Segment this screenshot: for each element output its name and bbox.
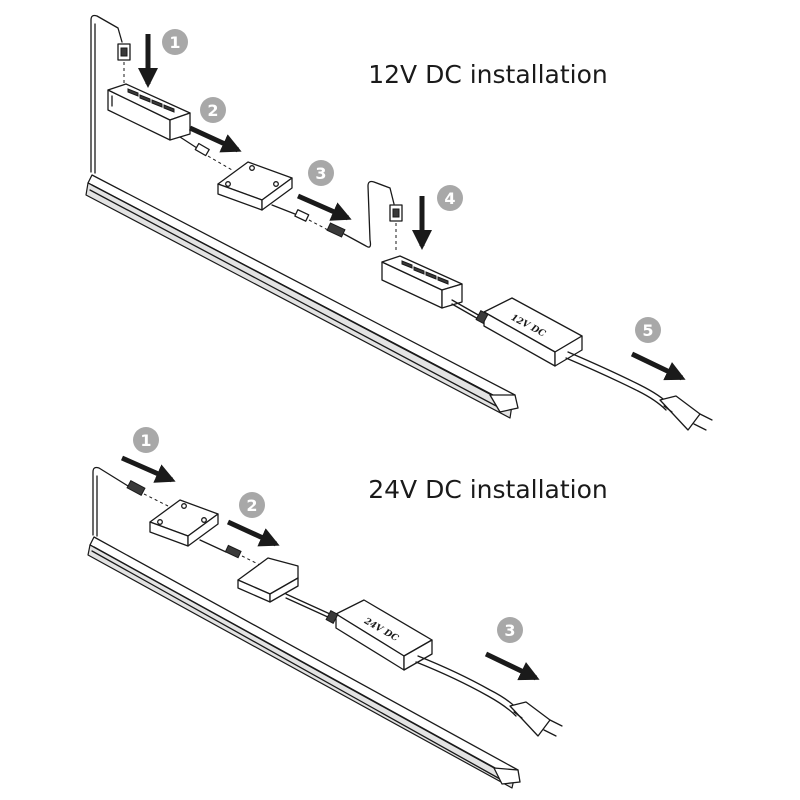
power-driver-icon: 12V DC — [475, 297, 583, 367]
direction-arrow-icon — [226, 519, 280, 547]
svg-text:2: 2 — [207, 101, 218, 120]
led-light-bar-icon — [87, 536, 521, 789]
distribution-block-icon — [237, 557, 299, 603]
direction-arrow-icon — [484, 651, 540, 681]
direction-arrow-icon — [296, 193, 352, 221]
wire-connector-icon — [117, 43, 131, 61]
diagram-24v: 24V DC installation — [87, 427, 608, 789]
svg-text:5: 5 — [642, 321, 653, 340]
step-badge: 2 — [200, 97, 226, 123]
switch-sensor-icon — [149, 499, 219, 547]
power-driver-icon: 24V DC — [325, 599, 433, 671]
diagram-title: 24V DC installation — [368, 475, 608, 504]
diagram-title: 12V DC installation — [368, 60, 608, 89]
direction-arrow-icon — [188, 125, 242, 153]
svg-text:1: 1 — [169, 33, 180, 52]
step-badge: 5 — [635, 317, 661, 343]
wire-connector-icon — [294, 209, 310, 222]
wire-connector-icon — [326, 222, 346, 238]
step-badge: 3 — [308, 160, 334, 186]
wire-connector-icon — [194, 142, 210, 157]
svg-text:1: 1 — [140, 431, 151, 450]
svg-text:2: 2 — [246, 496, 257, 515]
led-light-bar-icon — [85, 174, 519, 419]
step-badge: 2 — [239, 492, 265, 518]
svg-text:4: 4 — [444, 189, 455, 208]
euro-plug-icon — [509, 701, 563, 737]
distribution-block-icon — [381, 255, 463, 309]
step-badge: 1 — [133, 427, 159, 453]
svg-text:3: 3 — [504, 621, 515, 640]
step-badge: 3 — [497, 617, 523, 643]
euro-plug-icon — [659, 395, 713, 431]
direction-arrow-icon — [630, 351, 686, 381]
diagram-12v: 12V DC installation — [85, 14, 713, 431]
direction-arrow-icon — [120, 455, 176, 483]
switch-sensor-icon — [217, 161, 293, 211]
wire-connector-icon — [126, 480, 146, 496]
svg-text:3: 3 — [315, 164, 326, 183]
distribution-block-icon — [107, 83, 191, 141]
step-badge: 4 — [437, 185, 463, 211]
wire-connector-icon — [389, 204, 403, 222]
wire-connector-icon — [224, 544, 242, 559]
step-badge: 1 — [162, 29, 188, 55]
